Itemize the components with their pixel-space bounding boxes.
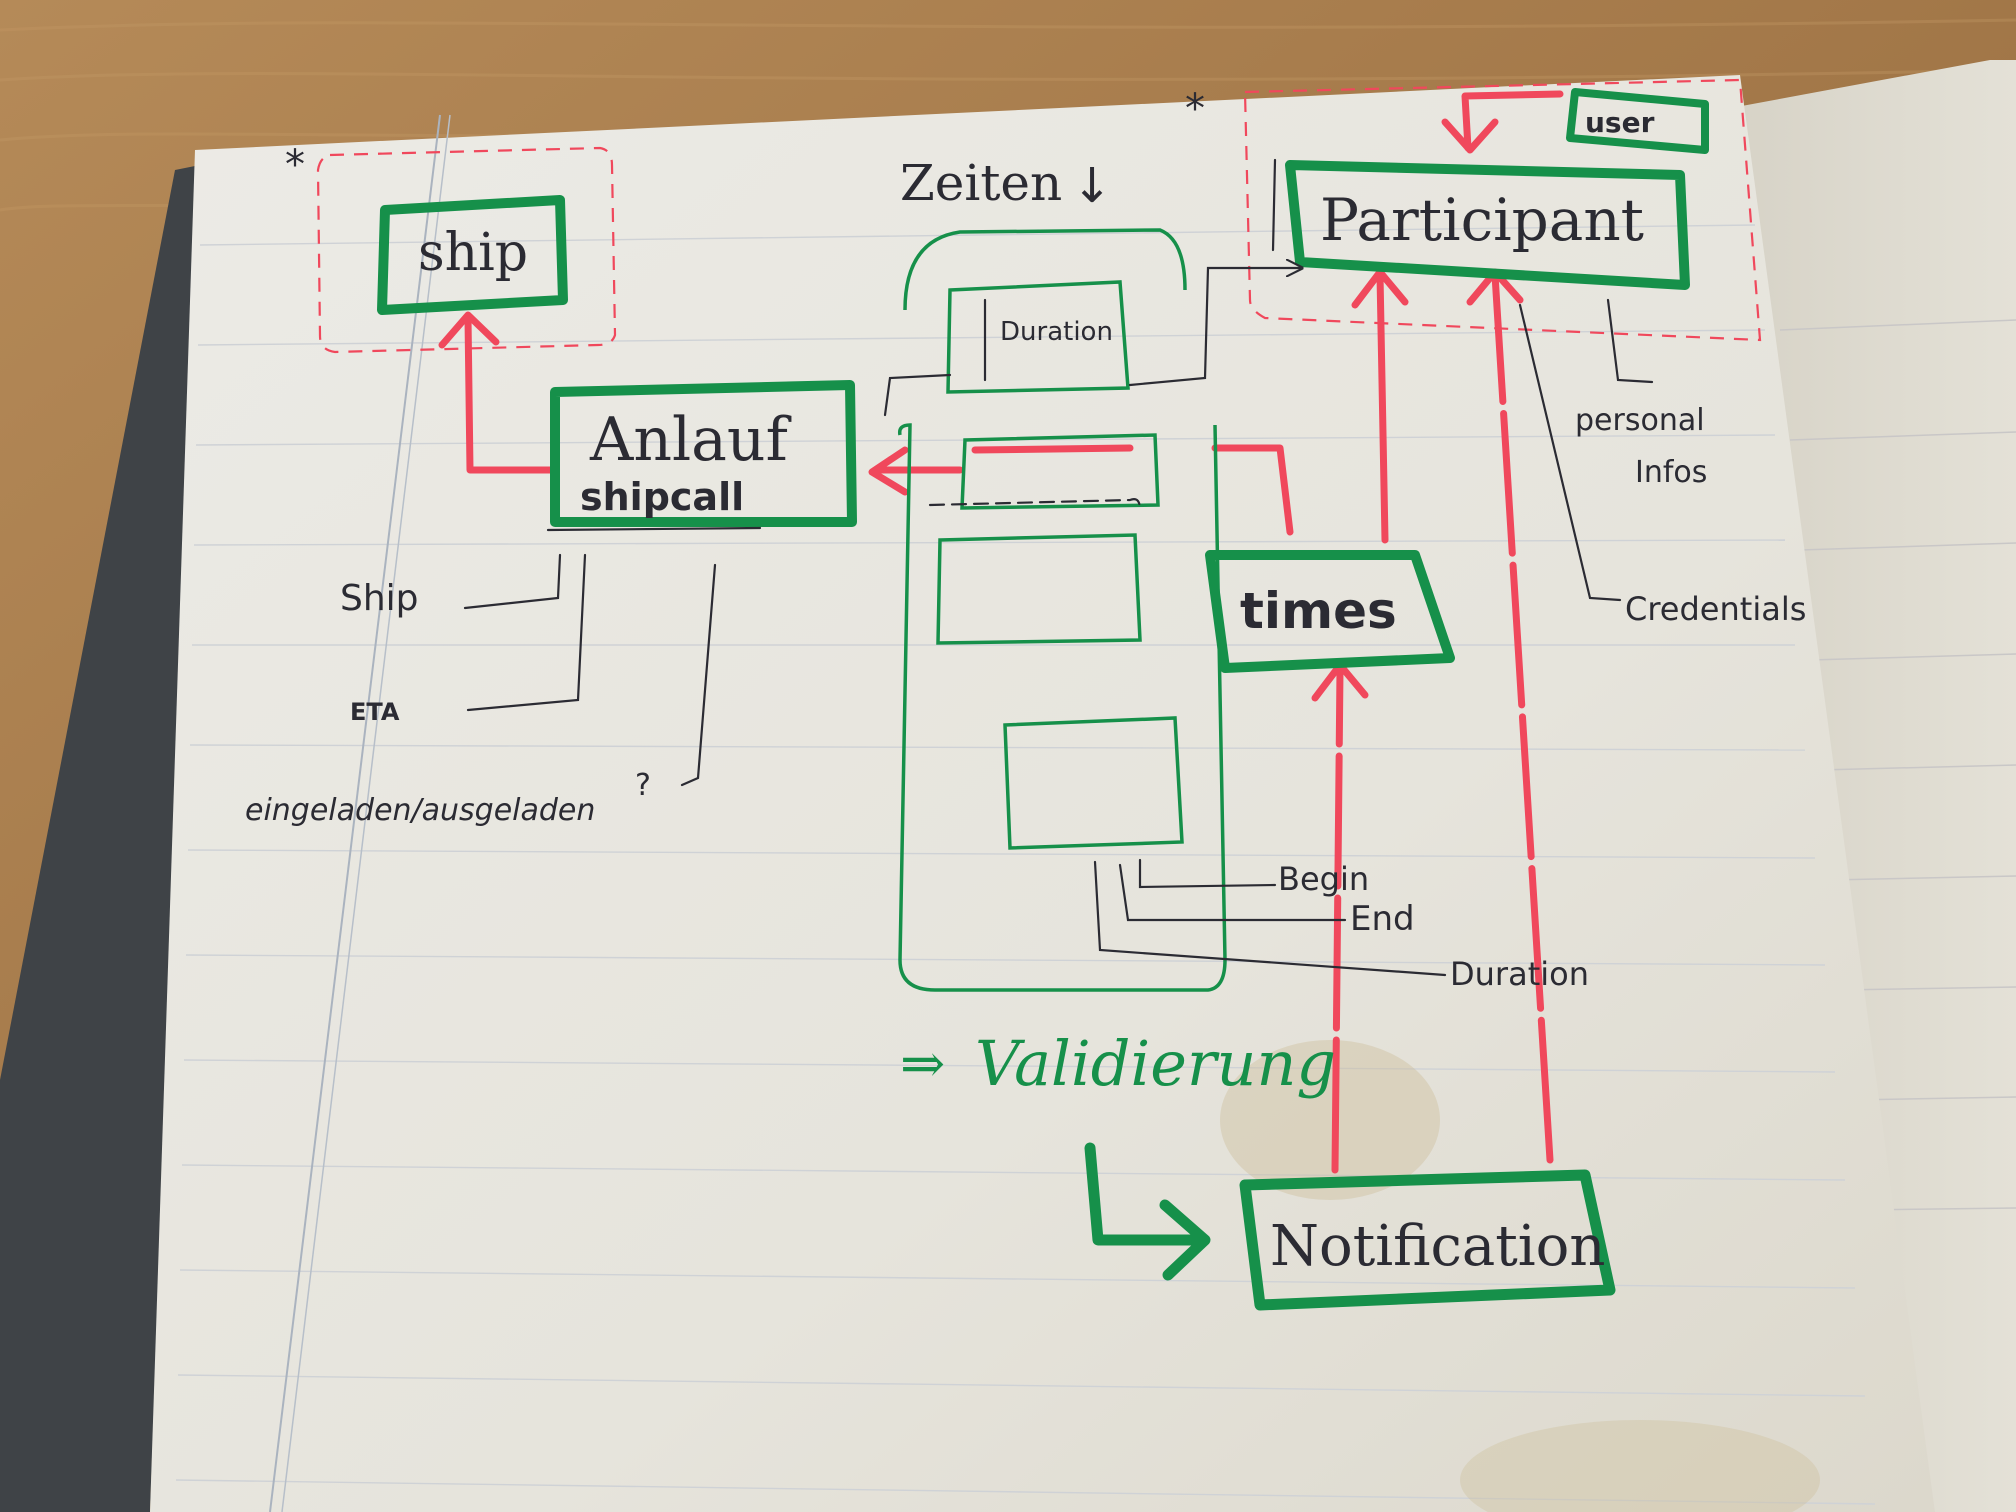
arrow-form-header [971, 444, 1134, 454]
participant-asterisk: * [1185, 86, 1205, 132]
anlauf-underline [546, 526, 762, 532]
participant-box [1285, 160, 1690, 290]
credentials-label: Credentials [1625, 590, 1806, 628]
personal-label: personal [1575, 403, 1705, 438]
participant-label: Participant [1320, 186, 1644, 254]
begin-leader [1138, 858, 1277, 889]
form-panel-2 [1003, 716, 1184, 850]
duration-to-participant [1128, 268, 1300, 387]
ship-asterisk: * [285, 142, 305, 188]
ship-field-label: Ship [340, 578, 419, 619]
end-leader [1118, 863, 1347, 922]
green-boxes [377, 88, 1709, 1311]
form-panel-1 [936, 533, 1142, 645]
shipcall-label: shipcall [580, 475, 744, 519]
ship-field-leader [463, 553, 562, 610]
screen-bracket [903, 228, 1187, 311]
arrow-notification-to-participant [1491, 271, 1554, 1164]
ship-label: ship [418, 223, 528, 283]
arrow-to-anlauf-head [868, 446, 909, 496]
notebook-cover [0, 165, 200, 1512]
validierung-label: Validierung [975, 1027, 1336, 1100]
begin-label: Begin [1278, 860, 1369, 898]
eingeladen-leader [680, 563, 717, 787]
notification-box [1239, 1169, 1616, 1311]
end-label: End [1350, 899, 1415, 939]
eta-field-label: ETA [350, 698, 400, 726]
screen-mockup [897, 228, 1227, 992]
coffee-stain-bottom [1460, 1420, 1820, 1512]
duration-box [946, 280, 1130, 394]
margin-line-inner [281, 114, 451, 1512]
arrow-anlauf-to-ship [464, 314, 554, 474]
infos-label: Infos [1635, 455, 1707, 490]
arrow-anlauf-to-ship-head [438, 311, 500, 349]
personal-infos-leader [1606, 298, 1654, 384]
zeiten-down-arrow: ↓ [1072, 158, 1112, 214]
duration-label: Duration [1450, 955, 1589, 993]
credentials-leader [1518, 303, 1622, 602]
anlauf-label: Anlauf [589, 405, 792, 475]
ship-box [377, 195, 568, 315]
form-header [960, 433, 1160, 510]
user-box [1566, 88, 1709, 154]
user-label: user [1585, 106, 1655, 139]
duration-box-label: Duration [1000, 317, 1113, 347]
validierung-arrow [1084, 1142, 1201, 1246]
arrow-times-up [1211, 444, 1294, 536]
duration-to-anlauf [883, 373, 952, 417]
eingeladen-label: eingeladen/ausgeladen [245, 793, 595, 828]
coffee-stain [1220, 1040, 1440, 1200]
arrow-user-to-participant-head [1441, 118, 1499, 154]
notification-label: Notification [1270, 1214, 1605, 1279]
ship-group-outline [316, 146, 617, 354]
participant-group-outline [1243, 78, 1762, 342]
pencil-lines [463, 158, 1654, 977]
validierung-arrow-head [1159, 1199, 1211, 1281]
validierung-arrow-glyph: ⇒ [900, 1032, 945, 1095]
participant-inner-line [1271, 158, 1277, 252]
zeiten-label: Zeiten [900, 154, 1062, 212]
times-label: times [1240, 582, 1397, 640]
eta-field-leader [466, 553, 587, 712]
right-page [1720, 60, 2016, 1512]
duration-leader [1093, 860, 1447, 977]
margin-line [269, 114, 441, 1512]
arrow-times-to-participant [1376, 271, 1389, 544]
notebook-page [150, 75, 1935, 1512]
form-header-dash [928, 498, 1142, 512]
anlauf-box [550, 380, 857, 527]
arrow-user-to-participant [1461, 90, 1564, 152]
question-mark: ? [635, 768, 651, 803]
arrow-times-to-participant-head [1351, 268, 1409, 309]
right-page-lines [1779, 319, 2016, 1211]
screen-frame [897, 423, 1227, 992]
